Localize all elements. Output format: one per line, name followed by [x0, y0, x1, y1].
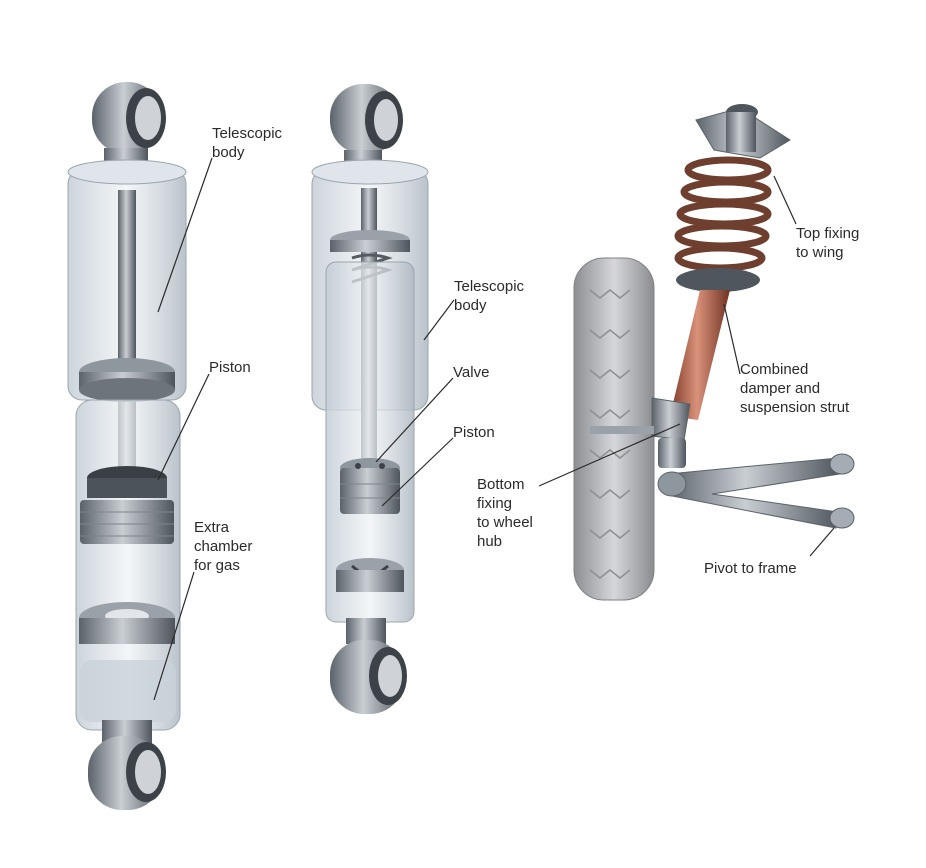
label-mid-telescopic-body: Telescopic body [454, 278, 525, 314]
label-bottom-fixing: Bottom fixing to wheel hub [477, 476, 533, 550]
middle-shock-absorber [311, 84, 429, 714]
label-left-telescopic-body: Telescopic body [212, 125, 283, 161]
mid-valve [355, 463, 361, 469]
label-combined-damper: Combined damper and suspension strut [740, 361, 850, 416]
strut-assembly [573, 104, 855, 601]
coil-spring [674, 156, 772, 272]
wishbone [667, 457, 841, 529]
pivot-bush-upper [829, 453, 855, 475]
spring-seat [676, 268, 760, 292]
mid-piston [340, 468, 400, 514]
leader-lines [153, 157, 835, 701]
label-mid-piston: Piston [453, 424, 495, 441]
label-top-fixing: Top fixing to wing [796, 225, 860, 261]
label-pivot-frame: Pivot to frame [704, 560, 797, 577]
left-floating-piston [80, 500, 174, 544]
pivot-bush-lower [829, 507, 855, 529]
label-left-piston: Piston [209, 359, 251, 376]
damper-tube [670, 290, 730, 420]
left-shock-absorber [67, 82, 187, 810]
label-mid-valve: Valve [453, 364, 490, 381]
label-extra-chamber: Extra chamber for gas [194, 519, 253, 574]
